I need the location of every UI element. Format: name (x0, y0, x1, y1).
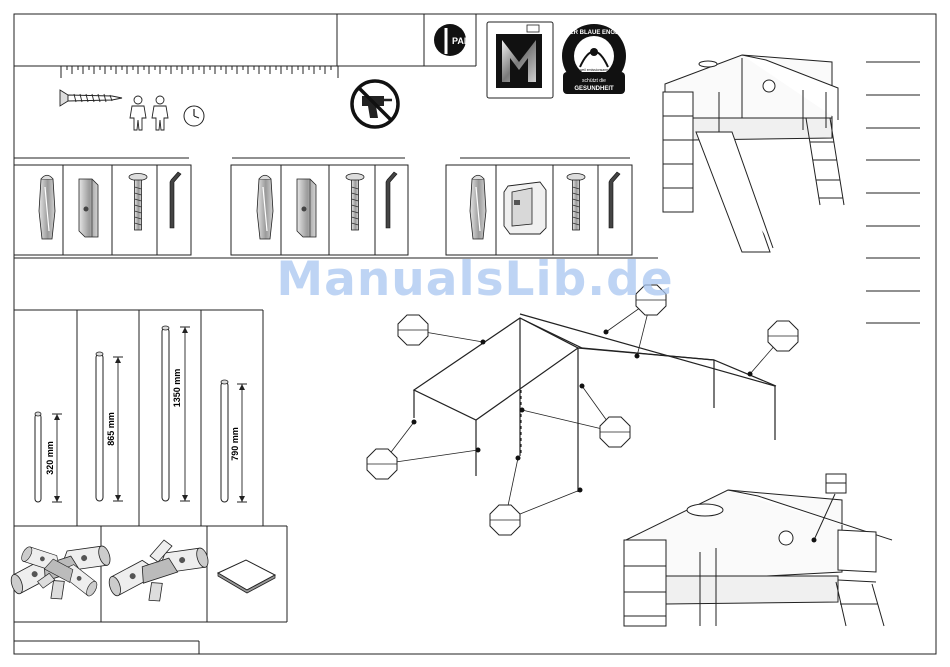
pole-1350: 1350 mm (162, 326, 190, 501)
svg-text:schützt die: schützt die (582, 78, 606, 84)
pole-790: 790 mm (221, 380, 247, 502)
svg-text:DER BLAUE ENGEL: DER BLAUE ENGEL (565, 30, 623, 36)
bracket-icon (79, 179, 98, 237)
pole-length-label: 790 mm (230, 427, 240, 461)
pole-length-label: 1350 mm (172, 369, 182, 408)
bolt-icon (567, 174, 585, 231)
bracket-icon (297, 179, 316, 237)
pole-865: 865 mm (96, 352, 123, 501)
frame-joints (412, 330, 753, 493)
watermark: ManualsLib.de (0, 252, 950, 307)
pole-320: 320 mm (35, 412, 62, 502)
svg-text:weil emissionsarm: weil emissionsarm (580, 68, 609, 72)
callout-octagon (490, 505, 520, 535)
two-persons-icon (130, 96, 168, 130)
pole-length-label: 320 mm (45, 441, 55, 475)
hardware-group-1 (14, 165, 191, 255)
pole-table (14, 310, 287, 654)
bed-with-tent-illustration (624, 474, 892, 626)
frame-callouts (382, 300, 783, 520)
svg-text:GESUNDHEIT: GESUNDHEIT (574, 86, 614, 92)
dowel-icon (39, 175, 55, 239)
clock-icon (184, 106, 204, 126)
connector-block-icon (504, 182, 546, 234)
title-block (14, 14, 476, 66)
hardware-group-3 (446, 165, 632, 255)
allen-key-icon (386, 172, 397, 228)
dowel-icon (470, 175, 486, 239)
callout-octagon (600, 417, 630, 447)
paidi-logo-icon: PAIDI (434, 24, 475, 56)
bolt-icon (129, 174, 147, 231)
bolt-icon (346, 174, 364, 231)
allen-key-icon (609, 172, 620, 228)
m-label-icon (487, 22, 553, 98)
dowel-icon (257, 175, 273, 239)
callout-joint (812, 538, 817, 543)
callout-octagon (367, 449, 397, 479)
fabric-plate-icon (218, 560, 275, 593)
no-drill-icon (352, 81, 398, 127)
hardware-group-2 (231, 165, 408, 255)
blue-angel-seal-icon: DER BLAUE ENGEL weil emissionsarm schütz… (562, 24, 626, 94)
bed-with-slide-illustration (663, 55, 844, 252)
ruler (61, 66, 338, 78)
allen-key-icon (170, 172, 181, 228)
screw-icon (60, 90, 122, 106)
callout-octagon (768, 321, 798, 351)
callout-octagon (398, 315, 428, 345)
pole-length-label: 865 mm (106, 412, 116, 446)
group-headers (14, 158, 658, 258)
svg-text:PAIDI: PAIDI (452, 36, 475, 46)
frame-assembly-diagram (414, 314, 776, 492)
tee-connector-icon (105, 540, 216, 614)
